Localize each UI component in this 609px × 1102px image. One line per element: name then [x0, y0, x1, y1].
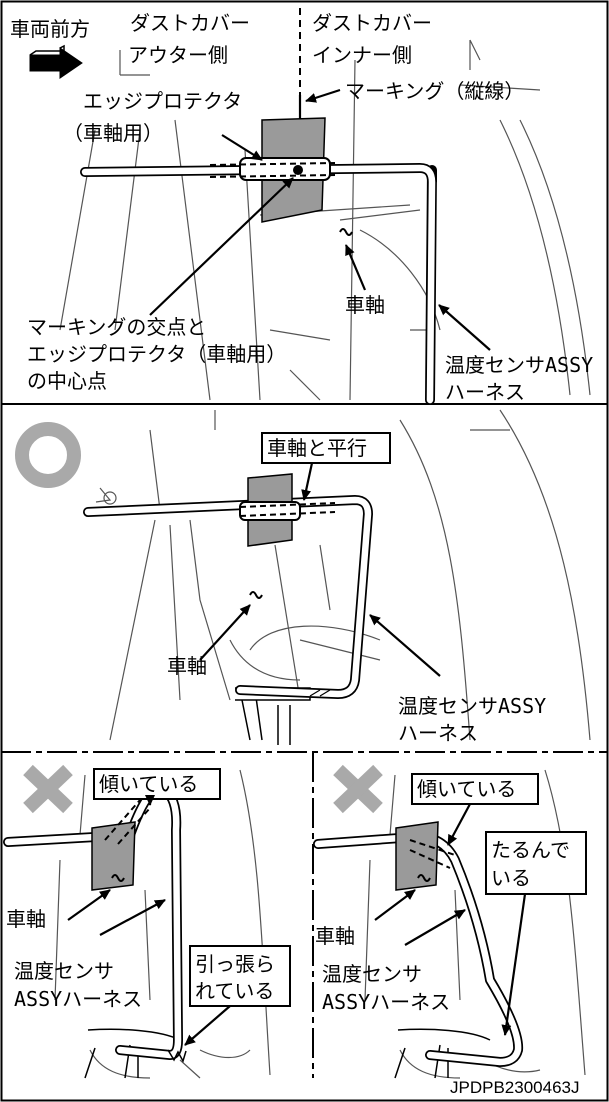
harness-label-middle-line2: ハーネス — [398, 721, 478, 745]
harness-label-bl-line2: ASSYハーネス — [14, 987, 142, 1011]
dust-cover-plate-bl — [91, 821, 136, 891]
pulled-label-line1: 引っ張ら — [195, 952, 275, 976]
parallel-label: 車軸と平行 — [267, 436, 367, 460]
marking-label: マーキング（縦線） — [345, 79, 524, 103]
intersection-label-line2: エッジプロテクタ（車軸用） — [27, 342, 286, 366]
tilted-label-box-right — [411, 773, 539, 805]
edge-protector-label-line1: エッジプロテクタ — [83, 89, 242, 113]
center-point-marker — [293, 165, 303, 175]
harness-label-line2: ハーネス — [445, 380, 525, 404]
tilted-label-right: 傾いている — [417, 777, 516, 801]
dust-cover-inner-line1: ダストカバー — [312, 11, 432, 35]
pulled-label-line2: れている — [195, 979, 274, 1003]
axle-label: 車軸 — [345, 293, 385, 317]
pulled-label-box — [189, 945, 291, 1007]
axle-label-bl: 車軸 — [6, 907, 46, 931]
ng-cross-icon — [23, 764, 73, 814]
ng-cross-icon-right — [333, 764, 383, 814]
bottom-left-panel: 傾いている 引っ張ら れている 車軸 温度センサ ASSYハーネス — [3, 764, 291, 1079]
slack-label-line2: いる — [491, 866, 531, 890]
axle-symbol — [339, 228, 353, 236]
vehicle-front-arrow-icon — [29, 44, 83, 79]
slack-label-line1: たるんで — [491, 838, 570, 862]
figure-id: JPDPB2300463J — [450, 1078, 579, 1097]
harness-label-middle-line1: 温度センサASSY — [398, 694, 546, 718]
parallel-label-box — [261, 432, 391, 464]
harness-label-br-line2: ASSYハーネス — [322, 990, 450, 1014]
bottom-right-panel: 傾いている たるんで いる 車軸 温度センサ ASSYハーネス — [313, 764, 587, 1079]
edge-protector-label-line2: （車軸用） — [63, 121, 163, 145]
slack-label-box — [485, 831, 587, 895]
dust-cover-outer-line2: アウター側 — [128, 43, 228, 67]
harness-label-br-line1: 温度センサ — [322, 962, 422, 986]
harness-label-line1: 温度センサASSY — [445, 353, 593, 377]
vehicle-front-label: 車両前方 — [10, 17, 90, 41]
dust-cover-outer-line1: ダストカバー — [130, 11, 250, 35]
axle-label-middle: 車軸 — [167, 654, 207, 678]
harness-label-bl-line1: 温度センサ — [14, 959, 114, 983]
intersection-label-line3: の中心点 — [27, 369, 107, 393]
top-panel: 車両前方 ダストカバー アウター側 ダストカバー インナー側 マーキング（縦線）… — [10, 8, 593, 405]
intersection-label-line1: マーキングの交点と — [27, 315, 206, 339]
ok-circle-icon — [15, 422, 81, 488]
harness-middle — [83, 495, 373, 699]
dust-cover-inner-line2: インナー側 — [312, 43, 412, 67]
tilted-label-left: 傾いている — [99, 772, 198, 796]
axle-label-br: 車軸 — [315, 924, 355, 948]
dust-cover-plate-br — [395, 821, 439, 891]
middle-panel: 車軸と平行 車軸 温度センサASSY ハーネス — [15, 409, 591, 745]
tilted-label-box-left — [93, 768, 221, 800]
